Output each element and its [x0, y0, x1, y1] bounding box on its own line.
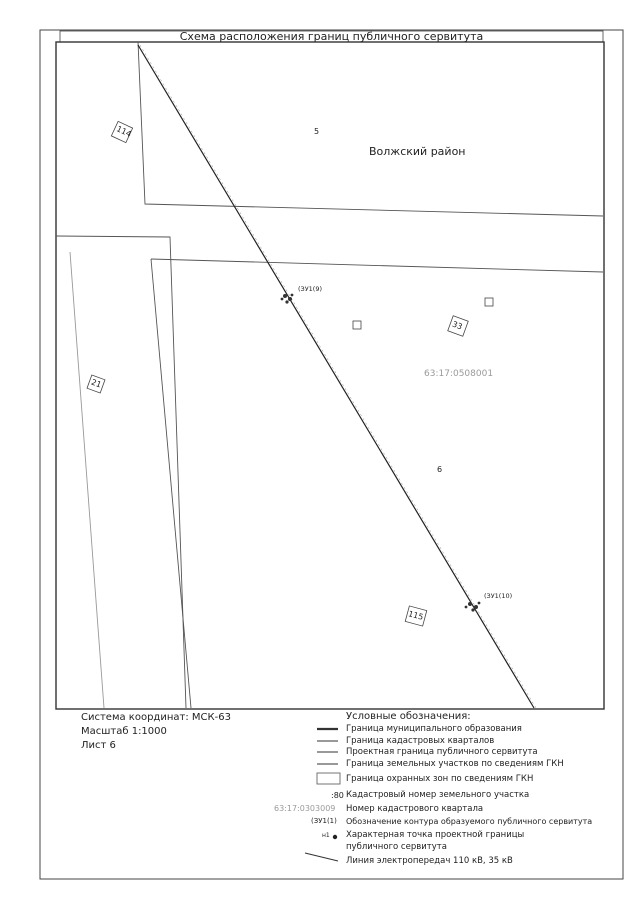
scale-label: Масштаб 1:1000: [81, 726, 167, 737]
boundary-middle-left: [150, 258, 192, 709]
parcel-marker-115: [404, 605, 428, 627]
legend-item-label: Проектная граница публичного сервитута: [346, 747, 538, 757]
sheet-number: Лист 6: [81, 740, 116, 751]
map-frame: [55, 41, 605, 710]
parcel-marker-21: [86, 374, 106, 394]
legend-symbol-parcel-number: :80: [331, 791, 344, 800]
outer-frame: [39, 29, 624, 880]
boundary-middle-top: [150, 258, 604, 273]
legend-item-label: Обозначение контура образуемого публично…: [346, 817, 593, 826]
contour-label-upper: (ЗУ1(9): [298, 285, 323, 293]
legend-rectangle: [316, 772, 341, 785]
legend-item-label: Характерная точка проектной границы публ…: [346, 830, 525, 852]
legend-symbol-point: н1: [322, 832, 330, 839]
contour-label-lower: (ЗУ1(10): [484, 592, 513, 600]
region-label: Волжский район: [369, 145, 466, 158]
quarter-number: 63:17:0508001: [424, 369, 494, 379]
protection-zone-square: [352, 320, 362, 330]
legend-item-label: Линия электропередач 110 кВ, 35 кВ: [346, 856, 513, 866]
servitude-point-cluster-lower: [464, 601, 481, 612]
parcel-marker-33: [447, 315, 469, 337]
legend-symbol-quarter: 63:17:0303009: [274, 804, 336, 813]
parcel-number-6: 6: [437, 465, 443, 474]
parcel-number-5: 5: [314, 127, 320, 136]
legend-diagonal-line: [304, 852, 339, 862]
legend-point-symbol: [332, 834, 338, 840]
boundary-left-strip: [55, 235, 187, 709]
legend-item-label: Граница земельных участков по сведениям …: [346, 759, 564, 769]
boundary-upper: [137, 41, 604, 217]
parcel-marker-114: [110, 120, 134, 144]
boundary-far-left: [69, 251, 105, 709]
protection-zone-square: [484, 297, 494, 307]
legend-symbols: [304, 727, 341, 862]
legend-item-label: Граница муниципального образования: [346, 724, 522, 734]
legend-item-label: Номер кадастрового квартала: [346, 804, 484, 814]
coordinate-system: Система координат: МСК-63: [81, 712, 231, 723]
parcel-boundaries: [55, 41, 604, 709]
power-line: [137, 44, 537, 709]
legend-item-label: Кадастровый номер земельного участка: [346, 790, 530, 800]
legend-symbol-contour: (ЗУ1(1): [311, 817, 337, 825]
servitude-point-cluster-upper: [280, 293, 294, 304]
legend-item-label: Граница охранных зон по сведениям ГКН: [346, 774, 534, 784]
map-title: Схема расположения границ публичного сер…: [179, 30, 484, 43]
legend-heading: Условные обозначения:: [346, 711, 471, 722]
legend-item-label: Граница кадастровых кварталов: [346, 736, 495, 746]
